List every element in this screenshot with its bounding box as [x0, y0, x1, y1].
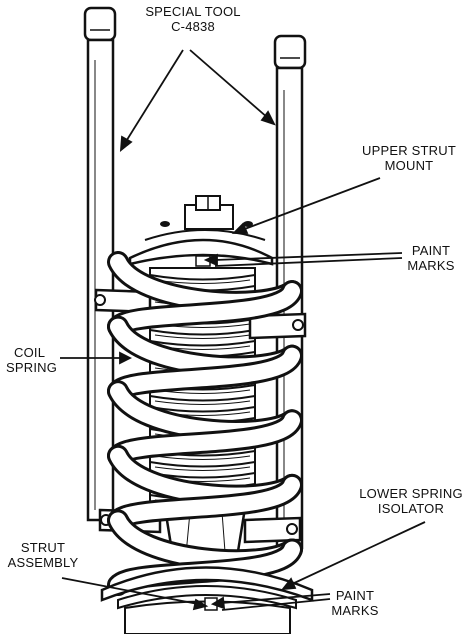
- left-tool-rod: [83, 6, 117, 522]
- paint-marks-upper-label: PAINT MARKS: [400, 243, 462, 273]
- strut-assembly-line1: STRUT: [20, 540, 66, 555]
- strut-assembly-label: STRUT ASSEMBLY: [4, 540, 82, 570]
- paint-marks-upper-line2: MARKS: [407, 258, 455, 273]
- upper-strut-mount-label: UPPER STRUT MOUNT: [354, 143, 464, 173]
- special-tool-line1: SPECIAL TOOL: [145, 4, 241, 19]
- leader-lines: [60, 49, 426, 611]
- upper-strut-mount: [128, 195, 274, 267]
- lower-spring-isolator-line2: ISOLATOR: [377, 501, 445, 516]
- paint-marks-lower-line2: MARKS: [331, 603, 379, 618]
- lower-spring-seat: [100, 566, 314, 635]
- paint-marks-lower-line1: PAINT: [335, 588, 375, 603]
- paint-marks-lower-label: PAINT MARKS: [320, 588, 390, 618]
- upper-strut-mount-line1: UPPER STRUT: [362, 143, 456, 158]
- upper-strut-mount-line2: MOUNT: [384, 158, 434, 173]
- paint-marks-upper-line1: PAINT: [411, 243, 451, 258]
- special-tool-label: SPECIAL TOOL C-4838: [138, 4, 248, 34]
- lower-spring-isolator-line1: LOWER SPRING: [359, 486, 463, 501]
- special-tool-line2: C-4838: [171, 19, 215, 34]
- lower-spring-isolator-label: LOWER SPRING ISOLATOR: [352, 486, 470, 516]
- coil-spring-line1: COIL: [14, 345, 46, 360]
- coil-spring-label: COIL SPRING: [6, 345, 66, 375]
- strut-assembly-line2: ASSEMBLY: [7, 555, 79, 570]
- coil-spring-line2: SPRING: [6, 360, 58, 375]
